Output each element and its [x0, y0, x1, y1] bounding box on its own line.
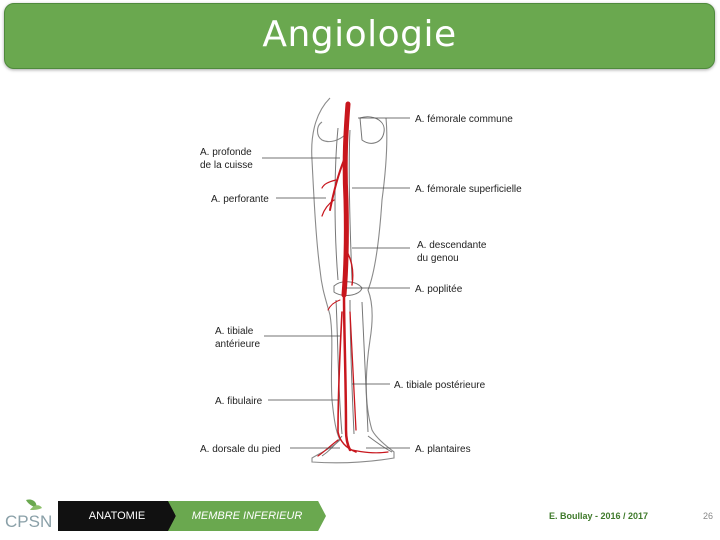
page-number: 26 [703, 511, 714, 521]
label-descendante-line2: du genou [417, 253, 459, 264]
label-poplitee: A. poplitée [415, 284, 463, 295]
label-tibiale-anterieure-line1: A. tibiale [215, 326, 254, 337]
label-perforante: A. perforante [211, 194, 269, 205]
label-profonde-line1: A. profonde [200, 147, 252, 158]
arteries [317, 101, 389, 457]
label-femorale-superficielle: A. fémorale superficielle [415, 184, 522, 195]
label-descendante-line1: A. descendante [417, 240, 487, 251]
label-fibulaire: A. fibulaire [215, 396, 263, 407]
logo-text: CPSN [5, 512, 52, 531]
slide-title: Angiologie [262, 14, 457, 55]
label-profonde-line2: de la cuisse [200, 160, 253, 171]
leader-lines [262, 117, 410, 449]
cpsn-logo: CPSN [4, 496, 60, 537]
label-tibiale-posterieure: A. tibiale postérieure [394, 380, 486, 391]
section-label: ANATOMIE [88, 510, 146, 522]
title-banner: Angiologie [4, 3, 715, 69]
artery-labels: A. fémorale commune A. profonde de la cu… [200, 114, 522, 455]
topic-label: MEMBRE INFERIEUR [191, 510, 303, 522]
label-tibiale-anterieure-line2: antérieure [215, 339, 260, 350]
topic-badge: MEMBRE INFERIEUR [168, 501, 326, 531]
section-badge: ANATOMIE [58, 501, 176, 531]
author-credit: E. Boullay - 2016 / 2017 [549, 511, 649, 521]
label-plantaires: A. plantaires [415, 444, 471, 455]
label-femorale-commune: A. fémorale commune [415, 114, 513, 125]
label-dorsale: A. dorsale du pied [200, 444, 281, 455]
